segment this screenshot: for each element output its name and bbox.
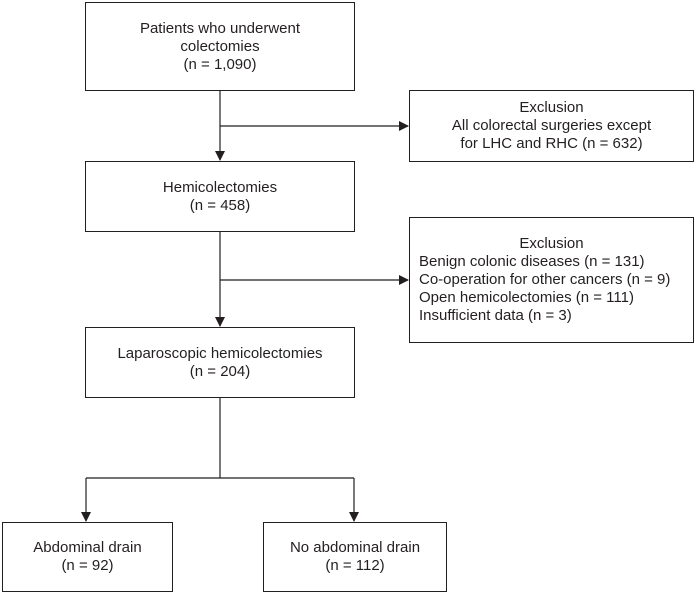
hemicolectomies-title: Hemicolectomies xyxy=(162,178,278,196)
hemicolectomies-count: (n = 458) xyxy=(189,196,251,214)
laparoscopic-box: Laparoscopic hemicolectomies (n = 204) xyxy=(85,327,355,398)
exclusion2-item: Open hemicolectomies (n = 111) xyxy=(419,289,634,306)
laparoscopic-title: Laparoscopic hemicolectomies xyxy=(117,344,323,362)
exclusion2-box: Exclusion Benign colonic diseases (n = 1… xyxy=(409,217,694,343)
patients-title-line-2: colectomies xyxy=(180,37,260,55)
patients-box: Patients who underwent colectomies (n = … xyxy=(85,2,355,91)
exclusion1-heading: Exclusion xyxy=(519,99,584,116)
exclusion2-item: Insufficient data (n = 3) xyxy=(419,307,572,324)
exclusion2-heading: Exclusion xyxy=(519,235,584,252)
exclusion1-box: Exclusion All colorectal surgeries excep… xyxy=(409,90,694,162)
laparoscopic-count: (n = 204) xyxy=(189,362,251,380)
no-drain-title: No abdominal drain xyxy=(289,539,421,556)
exclusion1-line-2: for LHC and RHC (n = 632) xyxy=(460,135,643,152)
hemicolectomies-box: Hemicolectomies (n = 458) xyxy=(85,161,355,232)
patients-title-line-1: Patients who underwent xyxy=(139,19,301,37)
exclusion2-item: Benign colonic diseases (n = 131) xyxy=(419,253,645,270)
drain-box: Abdominal drain (n = 92) xyxy=(2,522,173,592)
no-drain-count: (n = 112) xyxy=(325,557,385,574)
exclusion2-list: Benign colonic diseases (n = 131) Co-ope… xyxy=(410,253,670,325)
drain-count: (n = 92) xyxy=(61,557,114,574)
exclusion1-line-1: All colorectal surgeries except xyxy=(451,117,652,134)
no-drain-box: No abdominal drain (n = 112) xyxy=(263,522,447,592)
patients-count: (n = 1,090) xyxy=(183,55,257,73)
drain-title: Abdominal drain xyxy=(33,539,142,556)
exclusion2-item: Co-operation for other cancers (n = 9) xyxy=(419,271,671,288)
